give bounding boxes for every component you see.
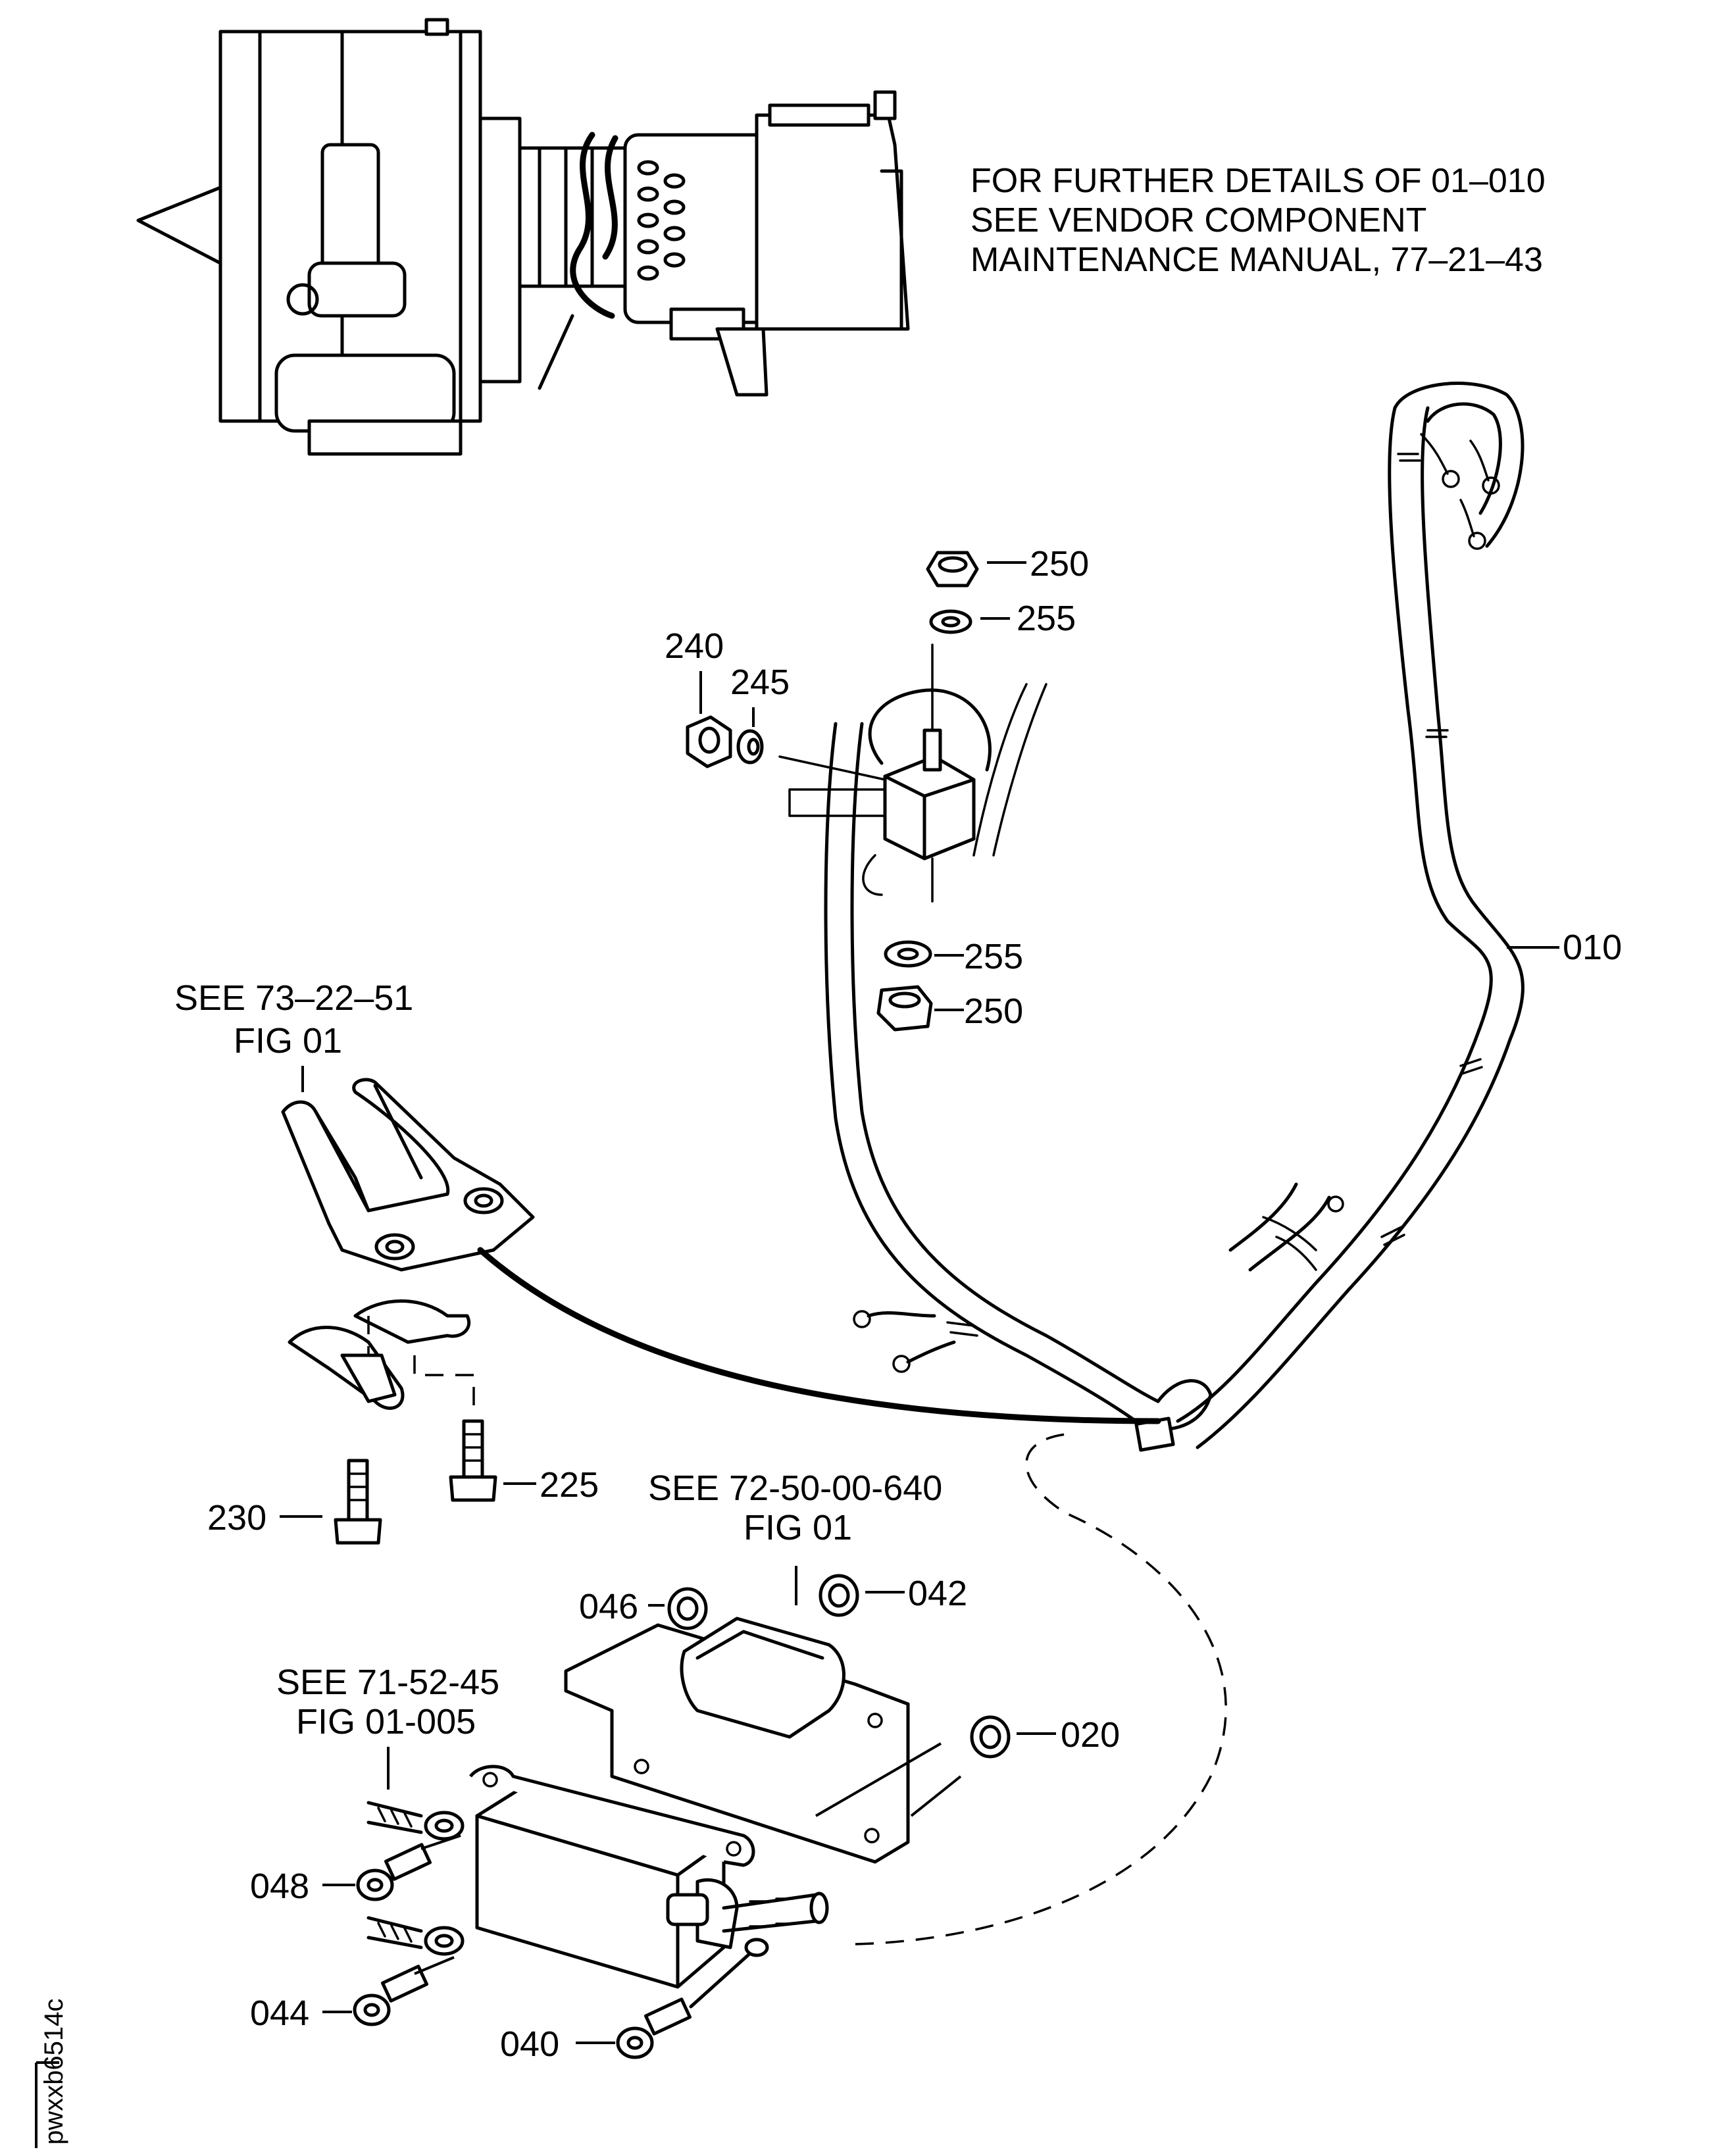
callout-230: 230	[207, 1498, 266, 1538]
callout-245: 245	[730, 663, 790, 702]
switch-assembly	[778, 643, 1047, 903]
ref-73-22-51-line-2: FIG 01	[234, 1021, 342, 1061]
ref-72-50-00-640-line-1: SEE 72-50-00-640	[648, 1468, 942, 1508]
combustor-ports	[637, 160, 686, 281]
callout-020: 020	[1061, 1715, 1120, 1755]
callout-042: 042	[908, 1574, 967, 1613]
callout-240: 240	[665, 626, 724, 666]
cable-lug-lower	[366, 1916, 465, 1956]
ref-71-52-45: SEE 71-52-45 FIG 01-005	[276, 1663, 499, 1790]
drawing-code: pwxxb6514c	[35, 1999, 68, 2148]
grommet-042	[819, 1574, 859, 1617]
callout-010: 010	[1563, 928, 1622, 967]
ref-72-50-00-640: SEE 72-50-00-640 FIG 01	[648, 1468, 942, 1605]
callout-040: 040	[500, 2024, 559, 2064]
vendor-note: FOR FURTHER DETAILS OF 01–010 SEE VENDOR…	[970, 162, 1546, 279]
routing-dashed-line	[855, 1433, 1227, 1945]
engine-nose-cone	[136, 186, 222, 265]
washer-255-bottom	[884, 940, 932, 968]
grommet-046	[667, 1587, 708, 1630]
ref-71-52-45-line-2: FIG 01-005	[296, 1702, 476, 1742]
washer-255-top	[929, 609, 972, 634]
junction-box	[469, 1765, 829, 2009]
mounting-bracket	[281, 1078, 535, 1272]
callout-048: 048	[250, 1867, 309, 1906]
ref-73-22-51-line-1: SEE 73–22–51	[174, 978, 413, 1018]
callout-225: 225	[540, 1465, 599, 1505]
bracket-to-harness-line	[477, 1247, 1161, 1424]
bolt-225	[449, 1419, 497, 1502]
vendor-note-line-1: FOR FURTHER DETAILS OF 01–010	[970, 162, 1546, 200]
callout-046: 046	[579, 1587, 638, 1626]
bolt-044	[353, 1965, 429, 2026]
callout-044: 044	[250, 1993, 309, 2033]
vendor-note-line-3: MAINTENANCE MANUAL, 77–21–43	[970, 241, 1543, 279]
drawing-code-text: pwxxb6514c	[39, 1999, 68, 2145]
clamp-assembly	[288, 1299, 475, 1415]
ref-73-22-51: SEE 73–22–51 FIG 01	[174, 978, 413, 1092]
grommet-020	[970, 1715, 1011, 1759]
bolt-040	[616, 1997, 692, 2059]
ref-72-50-00-640-line-2: FIG 01	[744, 1508, 852, 1547]
callout-250-bottom: 250	[964, 991, 1023, 1031]
callout-255-bottom: 255	[964, 937, 1023, 976]
cover-plate	[564, 1617, 910, 1864]
nut-250-bottom	[876, 985, 933, 1032]
vendor-note-line-2: SEE VENDOR COMPONENT	[970, 201, 1426, 239]
wiring-harness-010	[824, 382, 1525, 1452]
nut-240	[686, 715, 732, 768]
cable-lug-upper	[366, 1801, 465, 1841]
callout-250-top: 250	[1030, 544, 1089, 584]
nut-250-top	[926, 551, 979, 588]
ref-71-52-45-line-1: SEE 71-52-45	[276, 1663, 499, 1702]
bolt-230	[334, 1459, 382, 1545]
engine-locator-view	[136, 18, 910, 456]
callout-255-top: 255	[1017, 599, 1076, 638]
bolt-048	[356, 1843, 432, 1901]
